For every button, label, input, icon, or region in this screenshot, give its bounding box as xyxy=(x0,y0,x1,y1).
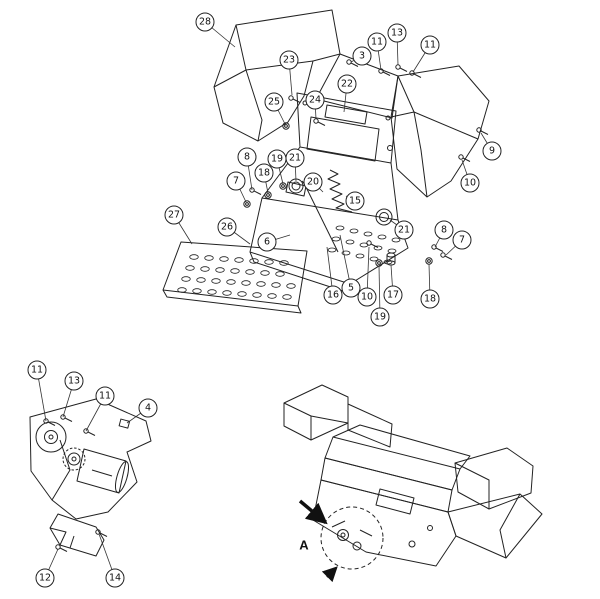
callout-7: 7 xyxy=(226,171,246,191)
detail-circle xyxy=(320,506,384,570)
callout-21: 21 xyxy=(394,220,414,240)
callout-11: 11 xyxy=(367,32,387,52)
callout-18: 18 xyxy=(254,163,274,183)
callout-14: 14 xyxy=(105,568,125,588)
detail-small-arrow-icon xyxy=(321,566,338,583)
callout-8: 8 xyxy=(237,147,257,167)
callout-13: 13 xyxy=(64,371,84,391)
callout-7: 7 xyxy=(452,230,472,250)
callout-21: 21 xyxy=(285,148,305,168)
frame-assembly-art xyxy=(283,384,543,583)
section-label-A: A xyxy=(299,537,309,553)
callout-12: 12 xyxy=(35,568,55,588)
callout-16: 16 xyxy=(323,285,343,305)
callout-5: 5 xyxy=(341,278,361,298)
callout-6: 6 xyxy=(257,232,277,252)
callout-8: 8 xyxy=(434,220,454,240)
callout-10: 10 xyxy=(460,173,480,193)
callout-3: 3 xyxy=(352,46,372,66)
callout-9: 9 xyxy=(482,141,502,161)
section-a-arrow-icon xyxy=(298,499,328,525)
callout-26: 26 xyxy=(217,217,237,237)
callout-28: 28 xyxy=(195,12,215,32)
callout-20: 20 xyxy=(303,172,323,192)
callout-11: 11 xyxy=(27,360,47,380)
callout-25: 25 xyxy=(264,92,284,112)
callout-13: 13 xyxy=(387,23,407,43)
callout-11: 11 xyxy=(420,35,440,55)
callout-22: 22 xyxy=(337,74,357,94)
callout-10: 10 xyxy=(357,287,377,307)
callout-4: 4 xyxy=(138,398,158,418)
callout-18: 18 xyxy=(420,289,440,309)
callout-27: 27 xyxy=(164,205,184,225)
callout-11: 11 xyxy=(95,386,115,406)
callout-15: 15 xyxy=(345,191,365,211)
callout-17: 17 xyxy=(383,285,403,305)
callout-19: 19 xyxy=(370,307,390,327)
callout-19: 19 xyxy=(267,149,287,169)
callout-23: 23 xyxy=(279,50,299,70)
motor-assembly-art xyxy=(29,398,152,557)
callout-24: 24 xyxy=(305,90,325,110)
